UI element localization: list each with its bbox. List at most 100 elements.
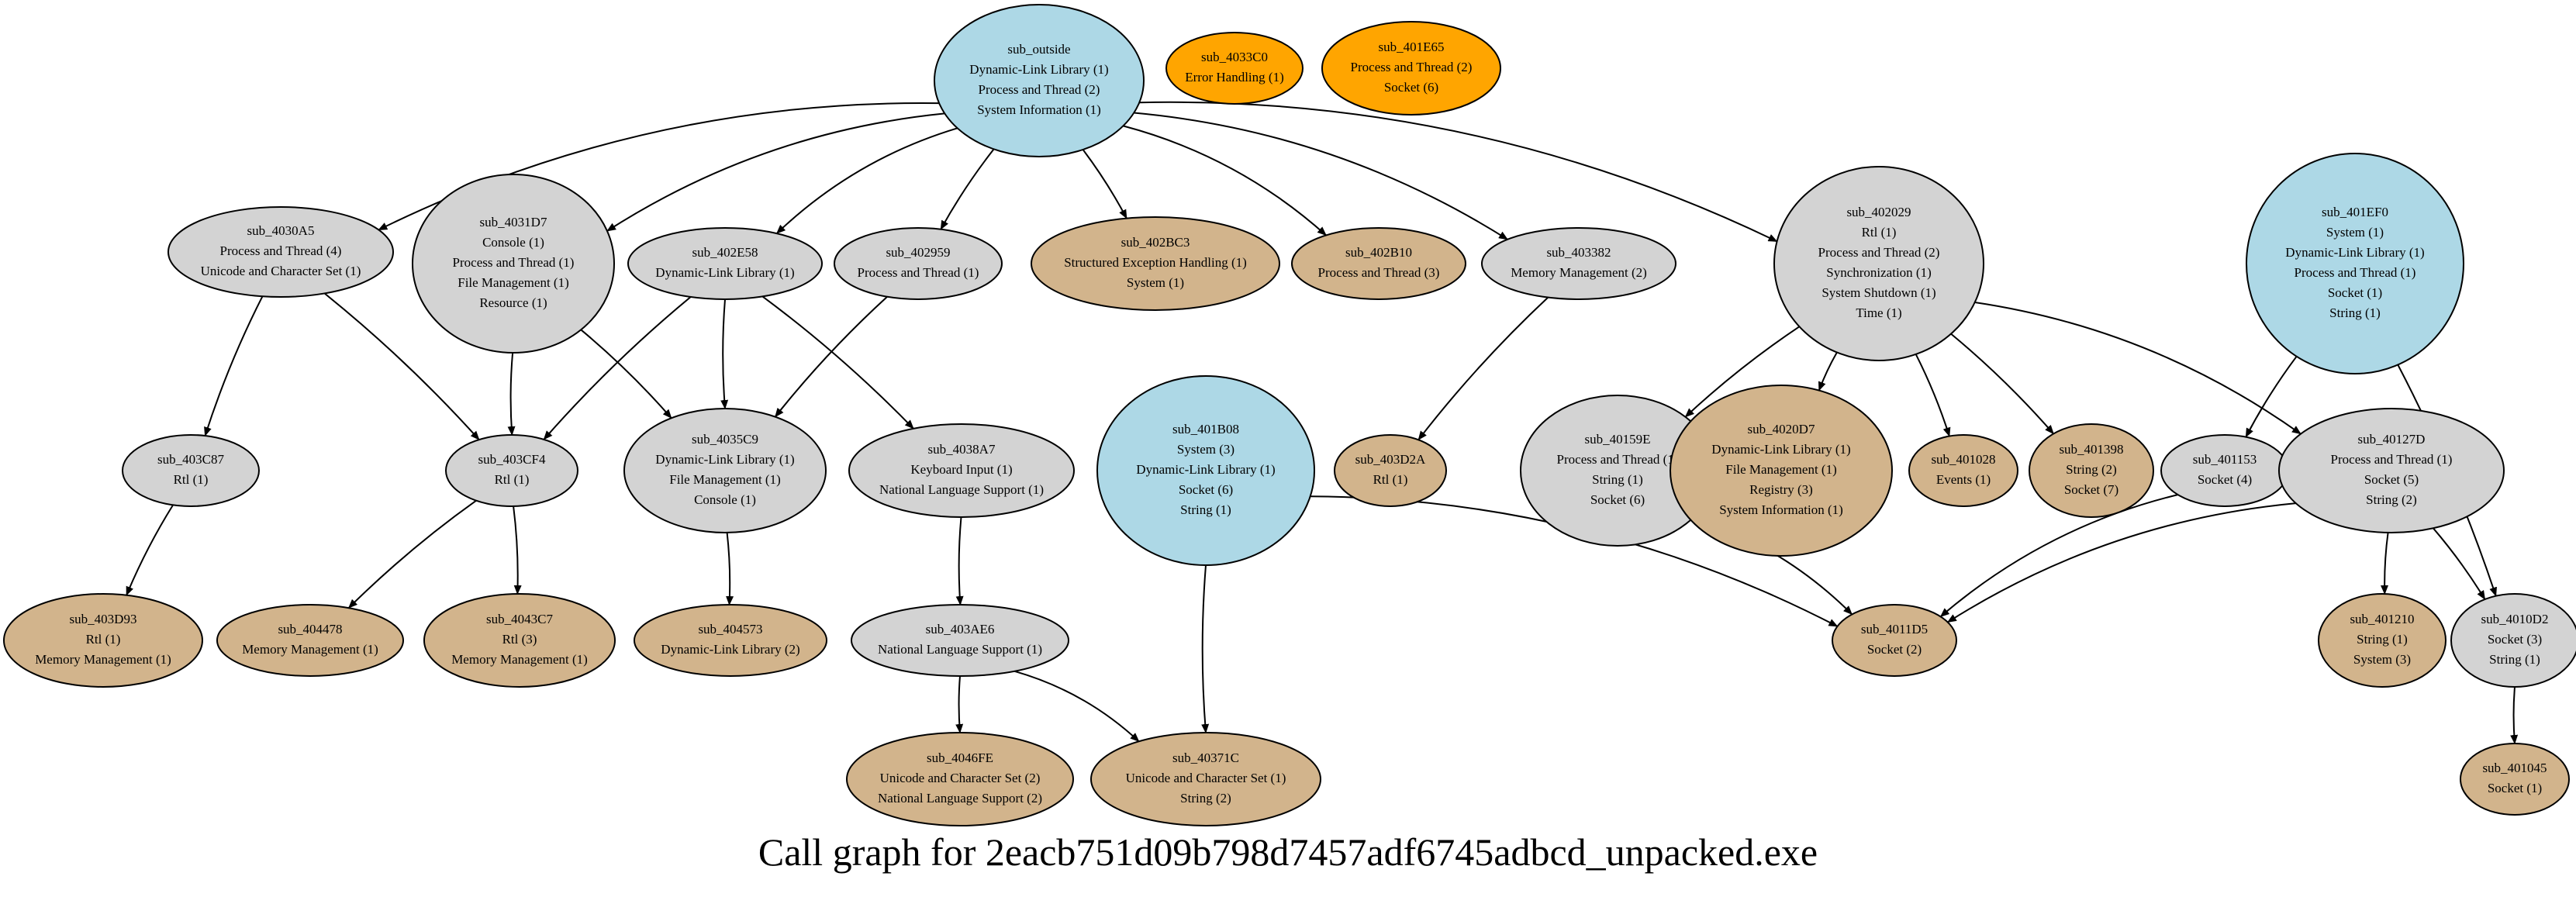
node-api-category: System (1): [2326, 225, 2384, 240]
edge-sub_outside-to-sub_402E58: [775, 127, 958, 234]
node-api-category: Process and Thread (1): [2331, 452, 2453, 467]
node-api-category: Rtl (1): [495, 472, 530, 487]
node-name: sub_402B10: [1345, 245, 1412, 260]
node-api-category: Dynamic-Link Library (1): [655, 452, 794, 467]
node-name: sub_404478: [278, 622, 342, 637]
node-name: sub_4011D5: [1861, 622, 1928, 637]
node-api-category: Dynamic-Link Library (1): [655, 265, 794, 280]
node-api-category: String (2): [2066, 462, 2117, 477]
node-shape: [1031, 216, 1280, 311]
edge-sub_4035C9-to-sub_404573: [726, 532, 734, 605]
edge-sub_4010D2-to-sub_401045: [2510, 686, 2519, 744]
edge-sub_4031D7-to-sub_4035C9: [580, 329, 672, 419]
edge-sub_outside-to-sub_402959: [940, 148, 995, 230]
node-shape: [412, 174, 615, 354]
node-api-category: Dynamic-Link Library (1): [1711, 442, 1850, 457]
node-shape: [2460, 743, 2570, 816]
node-api-category: Socket (6): [1179, 482, 1233, 497]
node-api-category: Dynamic-Link Library (1): [969, 62, 1108, 77]
node-name: sub_40371C: [1172, 750, 1239, 765]
edge-sub_402029-to-sub_401028: [1915, 354, 1951, 437]
node-api-category: Socket (1): [2328, 285, 2382, 300]
node-shape: [1670, 385, 1893, 557]
node-api-category: Synchronization (1): [1826, 265, 1932, 280]
node-api-category: System Information (1): [1719, 502, 1843, 517]
edge-sub_4031D7-to-sub_403CF4: [507, 352, 516, 436]
node-name: sub_4046FE: [927, 750, 993, 765]
edge-sub_402E58-to-sub_4038A7: [761, 295, 914, 430]
node-name: sub_402029: [1846, 205, 1911, 219]
node-api-category: Socket (1): [2488, 781, 2542, 795]
edge-sub_402029-to-sub_40127D: [1974, 302, 2301, 435]
node-api-category: National Language Support (2): [878, 791, 1042, 806]
node-api-category: National Language Support (1): [878, 642, 1042, 657]
node-api-category: Process and Thread (2): [1818, 245, 1940, 260]
node-api-category: System Shutdown (1): [1822, 285, 1935, 300]
node-shape: [634, 604, 827, 677]
node-api-category: Memory Management (2): [1511, 265, 1647, 280]
node-api-category: System (3): [2353, 652, 2411, 667]
node-name: sub_403382: [1546, 245, 1611, 260]
node-name: sub_404573: [698, 622, 762, 637]
edge-sub_outside-to-sub_402BC3: [1082, 149, 1127, 219]
edge-sub_outside-to-sub_403382: [1134, 112, 1508, 240]
node-name: sub_40159E: [1585, 432, 1651, 447]
edge-sub_outside-to-sub_402B10: [1123, 125, 1327, 236]
node-name: sub_4031D7: [480, 215, 547, 229]
node-name: sub_401EF0: [2322, 205, 2388, 219]
node-api-category: Error Handling (1): [1185, 70, 1283, 85]
node-api-category: Process and Thread (2): [1351, 60, 1473, 74]
node-api-category: Socket (2): [1867, 642, 1922, 657]
node-shape: [1165, 32, 1304, 105]
edge-sub_4030A5-to-sub_403C87: [204, 295, 264, 436]
node-shape: [1321, 21, 1501, 116]
node-api-category: String (1): [2329, 305, 2381, 320]
edge-sub_outside-to-sub_4031D7: [606, 112, 945, 232]
node-shape: [834, 227, 1003, 300]
node-api-category: Process and Thread (1): [858, 265, 979, 280]
edge-sub_403AE6-to-sub_4046FE: [955, 675, 964, 733]
node-shape: [445, 434, 578, 507]
node-shape: [1334, 434, 1447, 507]
node-api-category: Rtl (1): [86, 632, 121, 647]
edge-sub_403382-to-sub_403D2A: [1417, 296, 1549, 440]
node-shape: [1773, 166, 1984, 361]
node-shape: [2318, 593, 2447, 688]
node-shape: [2278, 408, 2505, 533]
node-name: sub_4010D2: [2481, 612, 2549, 626]
node-api-category: Unicode and Character Set (1): [201, 264, 361, 278]
node-api-category: File Management (1): [669, 472, 781, 487]
edge-sub_402029-to-sub_4020D7: [1818, 352, 1838, 392]
node-api-category: Dynamic-Link Library (1): [1136, 462, 1275, 477]
node-api-category: Process and Thread (4): [220, 243, 342, 258]
edge-sub_401B08-to-sub_40371C: [1201, 564, 1210, 733]
node-api-category: Rtl (3): [502, 632, 537, 647]
node-api-category: Memory Management (1): [451, 652, 588, 667]
node-api-category: Rtl (1): [1862, 225, 1897, 240]
edge-sub_403C87-to-sub_403D93: [126, 504, 174, 596]
node-api-category: Unicode and Character Set (2): [880, 771, 1041, 785]
node-shape: [1096, 375, 1315, 566]
edge-sub_40127D-to-sub_401210: [2381, 532, 2389, 595]
edge-sub_4030A5-to-sub_403CF4: [323, 292, 480, 440]
node-name: sub_402959: [886, 245, 950, 260]
node-shape: [846, 732, 1074, 826]
node-api-category: Console (1): [482, 235, 544, 250]
node-api-category: System Information (1): [977, 102, 1101, 117]
graph-title: Call graph for 2eacb751d09b798d7457adf67…: [758, 830, 1818, 874]
